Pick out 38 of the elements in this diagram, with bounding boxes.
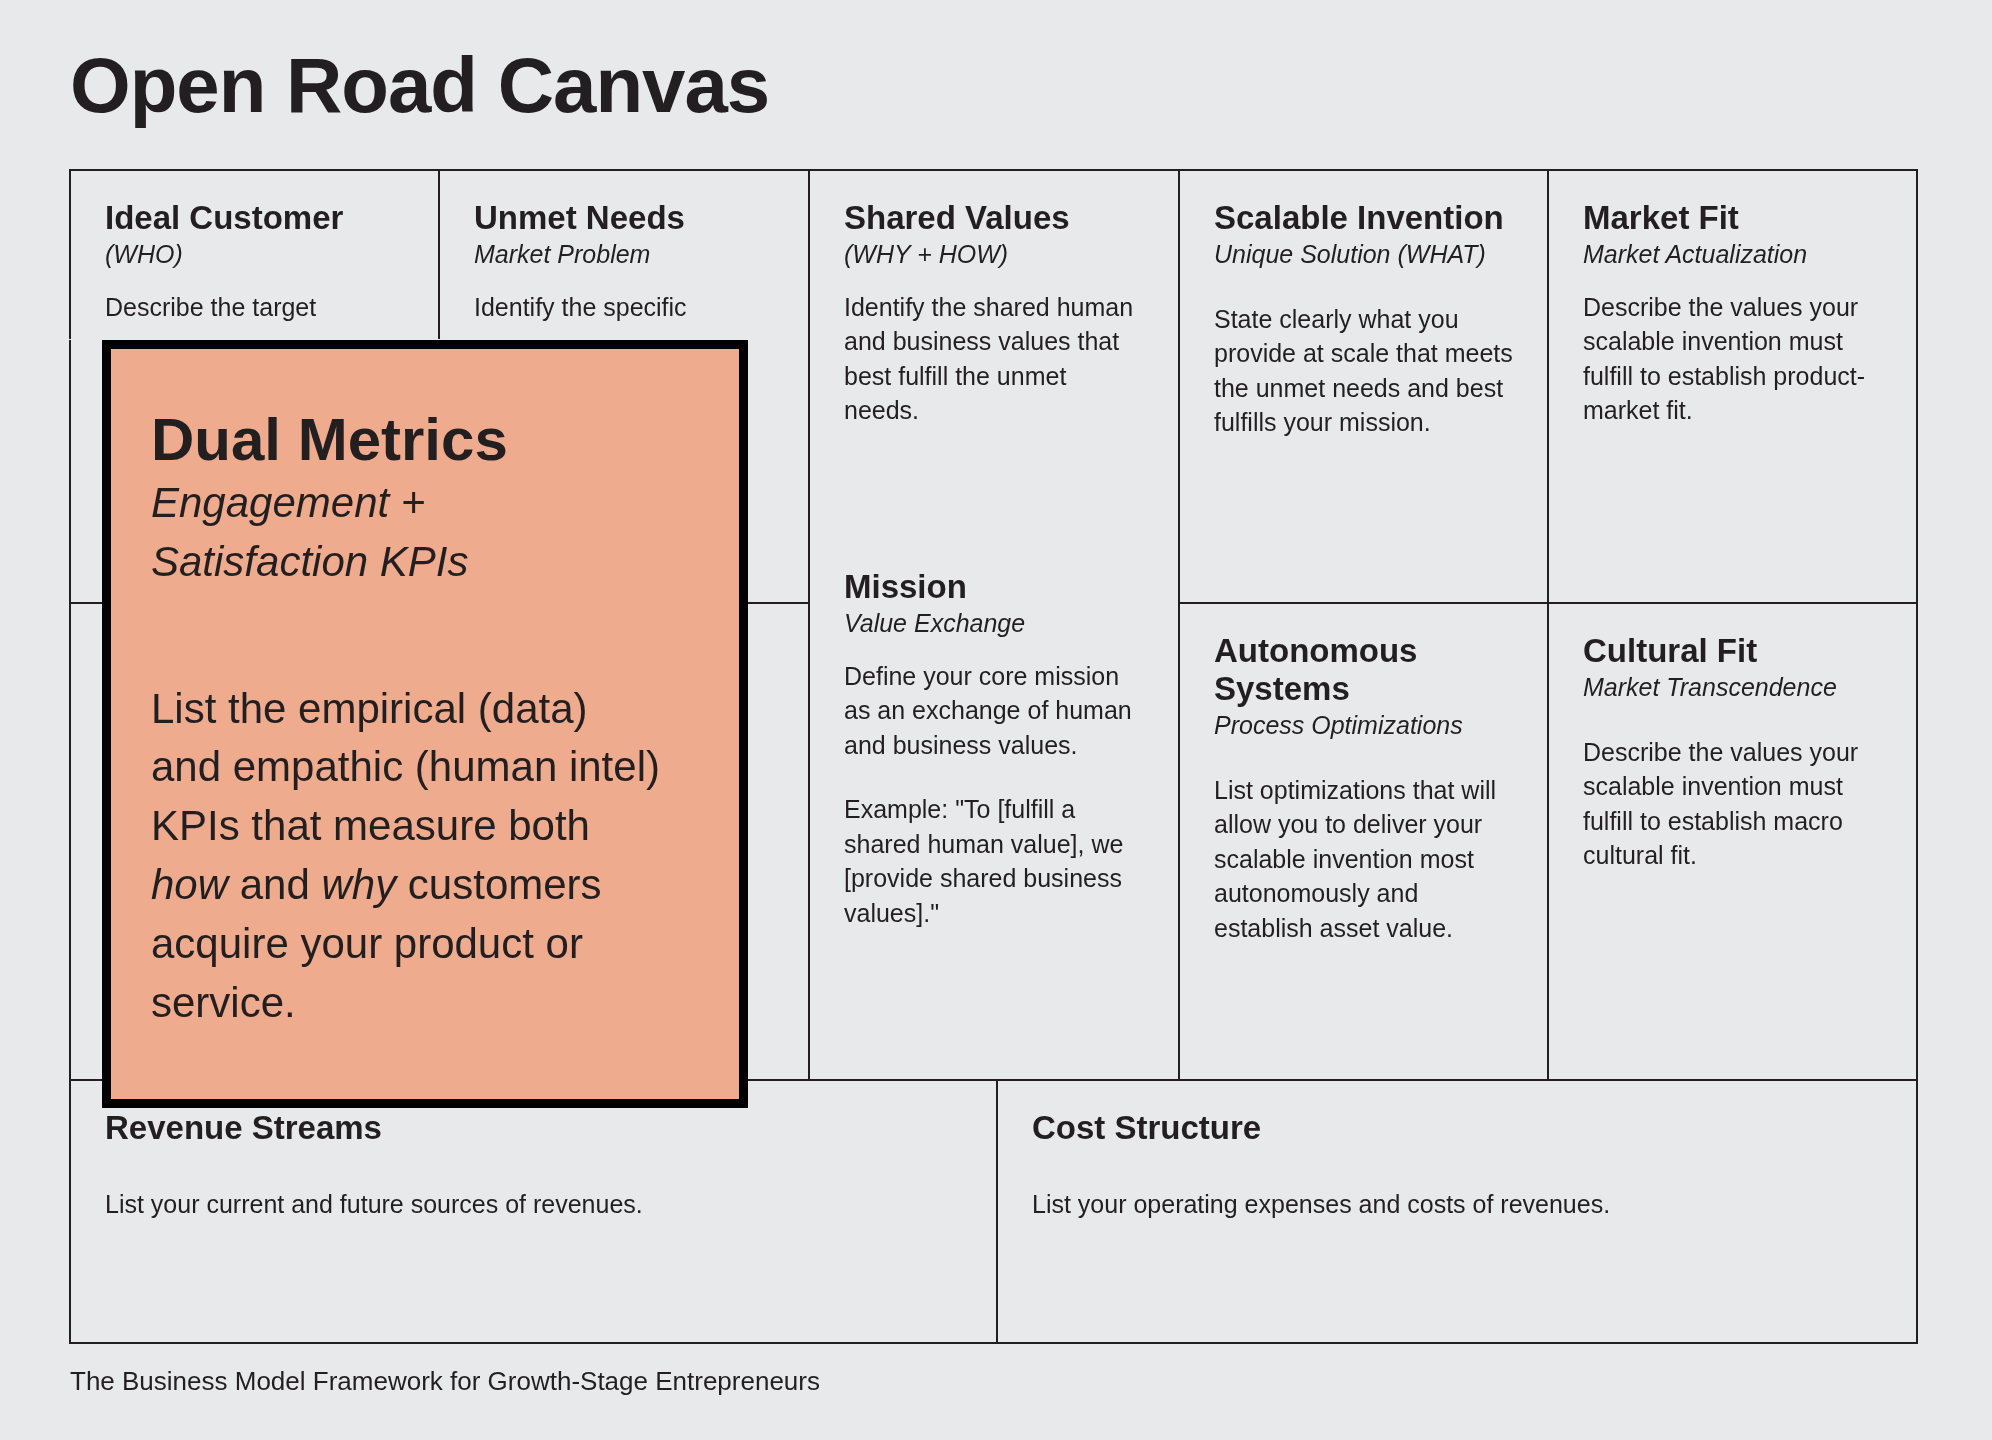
section-description: Describe the target: [105, 291, 318, 323]
section-subtitle: (WHO): [105, 238, 184, 270]
highlight-card: [102, 340, 748, 1108]
section-subtitle: Engagement + Satisfaction KPIs: [151, 478, 470, 587]
section-description: List your operating expenses and costs of revenues.: [1032, 1188, 1612, 1220]
section-heading: Revenue Streams: [105, 1109, 383, 1147]
section-heading: Mission: [844, 567, 968, 606]
section-heading: Cost Structure: [1032, 1109, 1263, 1147]
section-description: List your current and future sources of revenues.: [105, 1188, 644, 1220]
footer-note: The Business Model Framework for Growth-Stage Entrepreneurs: [70, 1366, 820, 1397]
page-title: Open Road Canvas: [70, 40, 770, 131]
section-description: Identify the specific: [474, 291, 688, 323]
section-heading: Ideal Customer: [105, 199, 345, 237]
section-heading: Unmet Needs: [474, 199, 686, 237]
section-description: Describe the values your scalable invention must fulfill to establish macro cultural fit.: [1583, 736, 1860, 872]
section-subtitle: Unique Solution (WHAT): [1214, 238, 1487, 270]
section-description: Identify the shared human and business values that best fulfill the unmet needs.: [844, 291, 1135, 427]
section-subtitle: Process Optimizations: [1214, 709, 1464, 741]
section-heading: Dual Metrics: [151, 405, 509, 474]
canvas-section: [1547, 169, 1918, 604]
section-description: Example: "To [fulfill a shared human value], we [provide shared business values].": [844, 794, 1125, 929]
section-subtitle: Market Transcendence: [1583, 671, 1838, 703]
section-description: List the empirical (data) and empathic (human intel) KPIs that measure both how and why customers acquire your product or service.: [151, 683, 661, 1028]
canvas-section: [996, 1079, 1918, 1344]
section-heading: Scalable Invention: [1214, 199, 1505, 237]
section-description: Define your core mission as an exchange of human and business values.: [844, 660, 1133, 761]
section-subtitle: Market Actualization: [1583, 238, 1809, 270]
section-subtitle: (WHY + HOW): [844, 238, 1010, 270]
section-heading: Shared Values: [844, 199, 1071, 237]
section-heading: Cultural Fit: [1583, 632, 1759, 670]
section-subtitle: Market Problem: [474, 238, 652, 270]
section-description: Describe the values your scalable invention must fulfill to establish product-market fit.: [1583, 291, 1867, 427]
section-subtitle: Value Exchange: [844, 607, 1027, 639]
canvas-section: [808, 169, 1180, 1081]
section-heading: Autonomous Systems: [1214, 632, 1419, 708]
section-description: List optimizations that will allow you to deliver your scalable invention most autonomously and establish asset value.: [1214, 774, 1498, 944]
section-description: State clearly what you provide at scale that meets the unmet needs and best fulfills your mission.: [1214, 303, 1513, 439]
section-heading: Market Fit: [1583, 199, 1740, 237]
